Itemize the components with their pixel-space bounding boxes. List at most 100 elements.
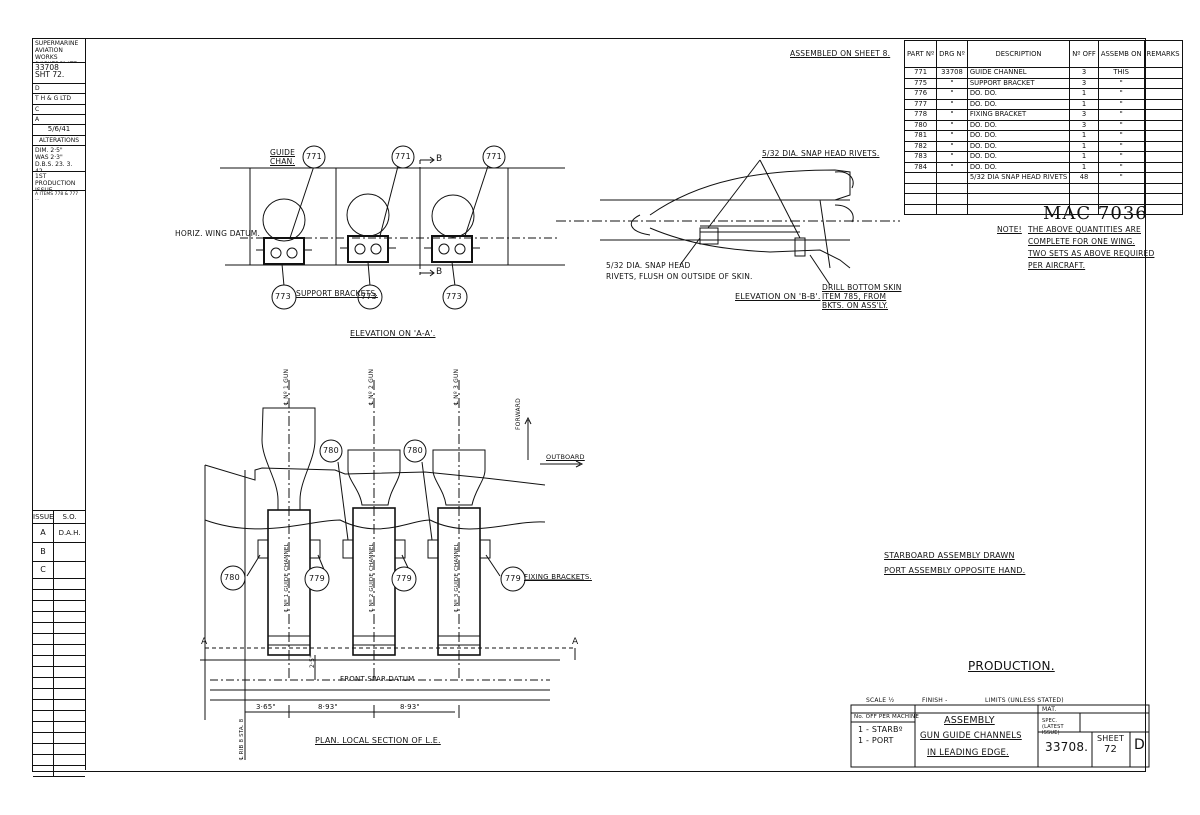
rivets-label: 5/32 DIA. SNAP HEAD RIVETS. — [762, 149, 880, 158]
elevation-aa-view — [220, 156, 565, 287]
issue-box: ISSUE S.O. A D.A.H. B C — [33, 510, 86, 777]
issue-grid-row — [33, 711, 85, 722]
section-b-bottom: B — [436, 267, 443, 277]
elevation-aa-title: ELEVATION ON 'A-A'. — [350, 329, 436, 338]
parts-table-row — [903, 193, 1183, 205]
parts-table-row — [903, 203, 1183, 215]
issue-c: C — [33, 562, 54, 578]
parts-table-row — [903, 182, 1183, 194]
starboard-note: STARBOARD ASSEMBLY DRAWN — [884, 551, 1015, 560]
dimension-893: 8·93" — [400, 703, 420, 711]
parts-table-row: 783"DO. DO.1" — [903, 151, 1183, 163]
balloon-780: 780 — [224, 573, 240, 582]
support-brackets-label: SUPPORT BRACKETS. — [296, 289, 378, 298]
hdr-part-no: PART Nº — [903, 40, 938, 68]
title-line-2: GUN GUIDE CHANNELS — [920, 731, 1022, 741]
parts-table-cell — [1143, 130, 1183, 142]
outboard-label: OUTBOARD — [546, 453, 585, 461]
parts-table-cell — [1143, 119, 1183, 131]
issue-grid-row — [33, 579, 85, 590]
title-drawing-number: 33708. — [1045, 740, 1089, 754]
issue-grid-row — [33, 766, 85, 777]
issue-col: ISSUE — [33, 511, 54, 523]
issue-grid-row — [33, 744, 85, 755]
elevation-bb-view — [556, 159, 900, 286]
qty-port: 1 - PORT — [858, 736, 894, 745]
scale-label: SCALE ½ — [866, 697, 895, 704]
fixing-brackets-label: FIXING BRACKETS. — [524, 573, 592, 581]
note-title: NOTE! — [997, 225, 1022, 234]
side-date: 5/6/41 — [33, 125, 85, 136]
issue-letter: D — [1134, 737, 1145, 753]
dimension-365: 3·65" — [256, 703, 276, 711]
parts-table-row: 781"DO. DO.1" — [903, 130, 1183, 142]
rivets-flush-label: 5/32 DIA. SNAP HEAD — [606, 261, 691, 270]
parts-table-cell — [966, 182, 1071, 194]
issue-grid-row — [33, 755, 85, 766]
balloon-773: 773 — [275, 292, 291, 301]
side-note: A ITEMS 778 & 777 ... — [35, 192, 79, 202]
first-issue: 1ST PRODUCTION ISSUE. — [33, 172, 85, 191]
parts-table-cell — [966, 193, 1071, 205]
hdr-remarks: REMARKS — [1143, 40, 1183, 68]
port-note: PORT ASSEMBLY OPPOSITE HAND. — [884, 566, 1026, 575]
dimension-25: 2·5" — [309, 654, 316, 668]
balloon-779: 779 — [309, 574, 325, 583]
balloon-779: 779 — [505, 574, 521, 583]
channel3-centreline: ℄ Nº 3 GUIDE CHANNEL — [454, 543, 460, 612]
production-stamp: PRODUCTION. — [968, 659, 1055, 673]
drill-note: BKTS. ON ASS'LY. — [822, 301, 889, 310]
parts-table-cell — [1143, 193, 1183, 205]
issue-grid-row — [33, 667, 85, 678]
drawing-sheet — [32, 38, 1146, 772]
balloon-773: 773 — [361, 292, 377, 301]
guide-chan-label: GUIDE CHAN. — [270, 148, 296, 166]
issue-grid-row — [33, 590, 85, 601]
limits-label: LIMITS (UNLESS STATED) — [985, 697, 1064, 704]
parts-table-cell — [903, 182, 938, 194]
parts-table-cell: 784 — [903, 161, 938, 173]
parts-table-cell: 781 — [903, 130, 938, 142]
front-spar-datum: FRONT SPAR DATUM — [340, 675, 415, 683]
parts-table-cell — [903, 172, 938, 184]
note-line: PER AIRCRAFT. — [1028, 261, 1086, 270]
channel2-centreline: ℄ Nº 2 GUIDE CHANNEL — [369, 543, 375, 612]
issue-grid-row — [33, 601, 85, 612]
issue-grid-row — [33, 612, 85, 623]
drill-note: ITEM 785, FROM — [822, 292, 887, 301]
section-a-left: A — [201, 637, 208, 647]
section-b-top: B — [436, 154, 443, 164]
issue-grid-row — [33, 678, 85, 689]
off-per-machine-label: No. OFF PER MACHINE — [854, 714, 920, 720]
parts-table-cell — [1143, 161, 1183, 173]
qty-starboard: 1 - STARBº — [858, 725, 903, 734]
issue-a-so: D.A.H. — [58, 529, 81, 537]
side-tracer: T H & G LTD — [33, 94, 85, 105]
parts-table-row: 780"DO. DO.3" — [903, 119, 1183, 131]
parts-table-cell — [903, 203, 938, 215]
parts-table-cell: DO. DO. — [966, 130, 1071, 142]
issue-grid-row — [33, 634, 85, 645]
hdr-no-off: Nº OFF — [1069, 40, 1099, 68]
parts-table-cell: 780 — [903, 119, 938, 131]
plan-view — [200, 380, 584, 760]
issue-grid-row — [33, 689, 85, 700]
revision-sidebar: SUPERMARINE AVIATION WORKS (VICKERS) LTD… — [33, 39, 86, 770]
alterations-title: ALTERATIONS — [33, 136, 85, 146]
parts-table-cell: DO. DO. — [966, 140, 1071, 152]
note-line: TWO SETS AS ABOVE REQUIRED — [1028, 249, 1155, 258]
title-line-1: ASSEMBLY — [944, 715, 995, 726]
parts-table-cell — [1143, 203, 1183, 215]
channel1-centreline: ℄ Nº 1 GUIDE CHANNEL — [284, 543, 290, 612]
issue-grid-row — [33, 656, 85, 667]
note-line: COMPLETE FOR ONE WING. — [1028, 237, 1136, 246]
issue-grid-row — [33, 623, 85, 634]
gun1-centreline: ℄ Nº 1 GUN — [283, 368, 290, 405]
balloon-780: 780 — [407, 446, 423, 455]
balloon-773: 773 — [446, 292, 462, 301]
parts-list-table: PART Nº DRG Nº DESCRIPTION Nº OFF ASSEMB… — [903, 40, 1183, 215]
parts-table-cell — [1143, 172, 1183, 184]
spec-label: SPEC. (LATEST ISSUE) — [1042, 718, 1064, 736]
